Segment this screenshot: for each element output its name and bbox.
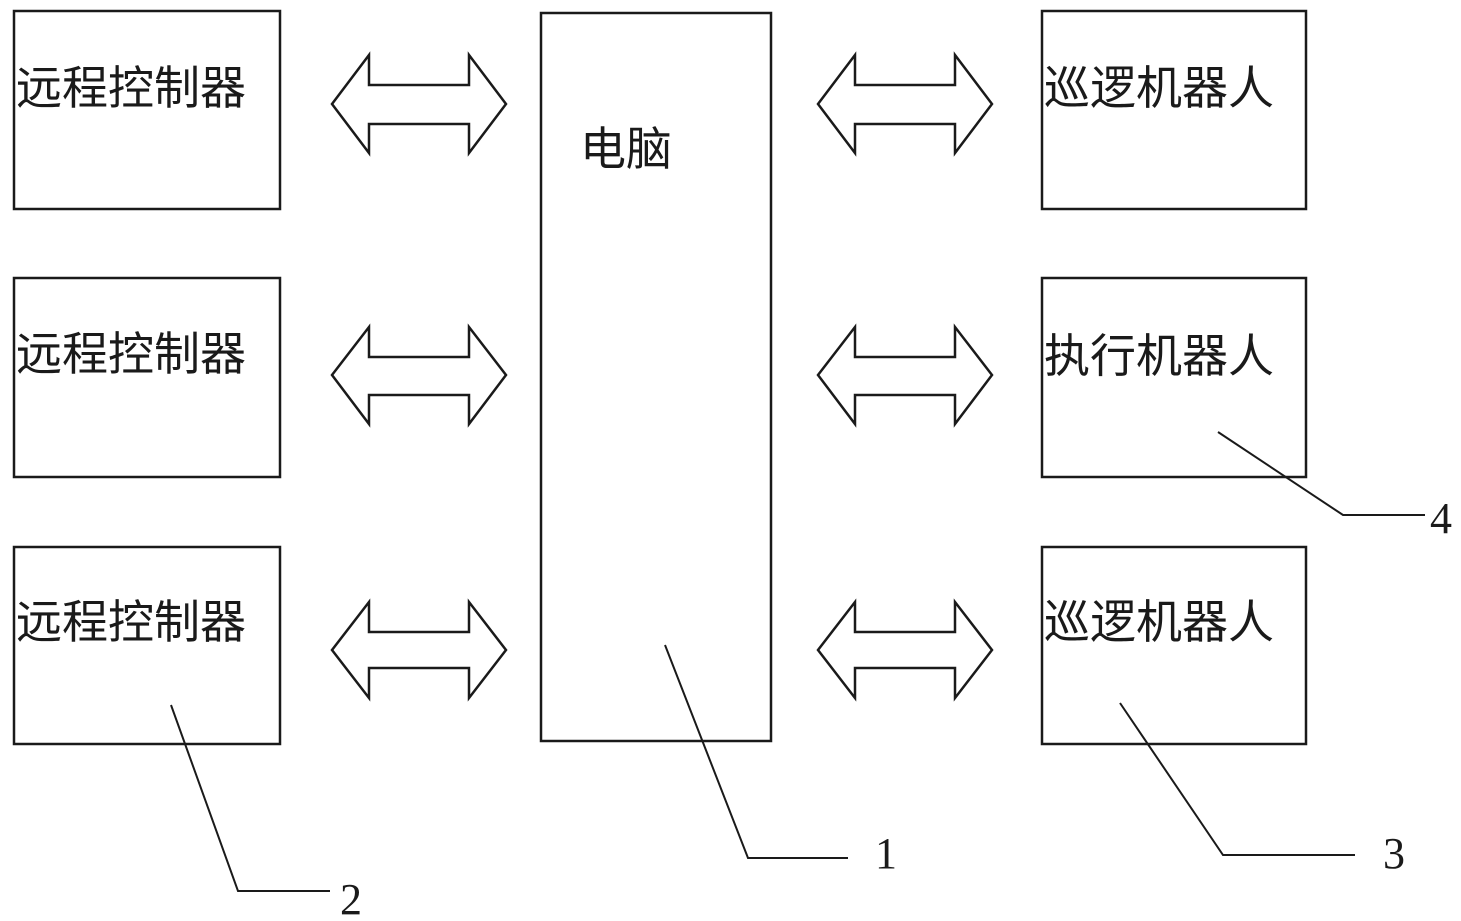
patrol-robot-label: 巡逻机器人 (1044, 61, 1274, 115)
patrol-robot-box-1: 巡逻机器人 (1042, 11, 1306, 209)
reference-number-4: 4 (1430, 494, 1452, 543)
computer-box: 电脑 (541, 13, 771, 741)
double-arrow-left-3 (332, 602, 506, 698)
remote-controller-box-3: 远程控制器 (14, 547, 280, 744)
double-arrow-right-2 (818, 327, 992, 424)
remote-controller-box-1: 远程控制器 (14, 11, 280, 209)
double-arrow-left-1 (332, 55, 506, 153)
execution-robot-label: 执行机器人 (1044, 329, 1274, 383)
reference-number-1: 1 (875, 829, 897, 878)
remote-controller-box-2: 远程控制器 (14, 278, 280, 477)
patrol-robot-box-2: 巡逻机器人 (1042, 547, 1306, 744)
remote-controller-label: 远程控制器 (16, 61, 246, 115)
double-arrow-right-3 (818, 602, 992, 698)
double-arrow-right-1 (818, 55, 992, 153)
double-arrow-left-2 (332, 327, 506, 424)
computer-label: 电脑 (580, 122, 672, 176)
patrol-robot-label: 巡逻机器人 (1044, 595, 1274, 649)
reference-number-2: 2 (340, 875, 362, 921)
remote-controller-label: 远程控制器 (16, 327, 246, 381)
reference-number-3: 3 (1383, 829, 1405, 878)
execution-robot-box: 执行机器人 (1042, 278, 1306, 477)
remote-controller-label: 远程控制器 (16, 595, 246, 649)
